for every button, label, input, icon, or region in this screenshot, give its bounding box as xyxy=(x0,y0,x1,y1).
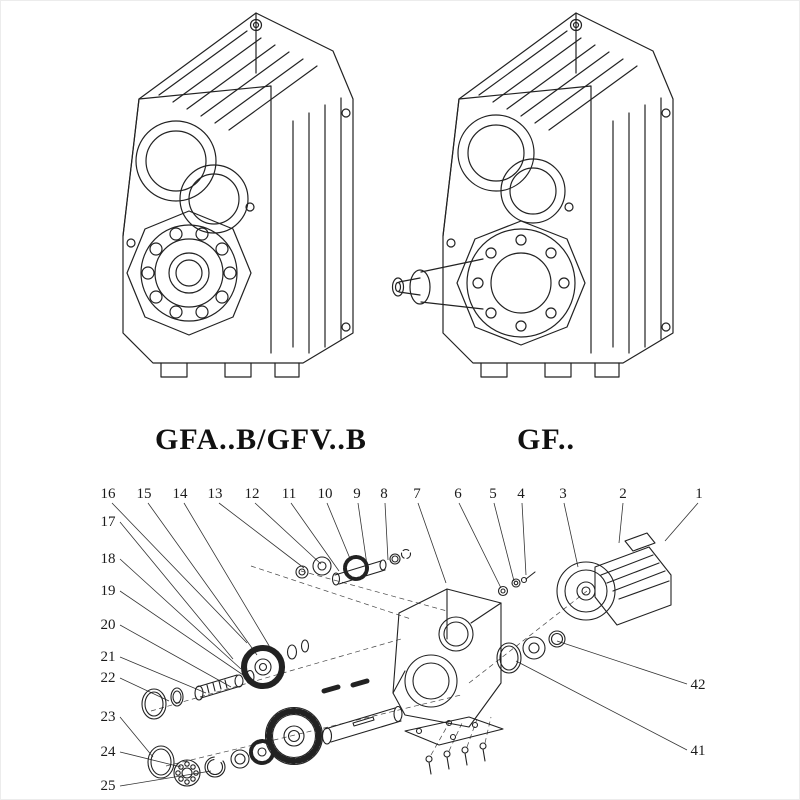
motor-unit xyxy=(556,532,672,626)
callout-6: 6 xyxy=(454,486,462,502)
callout-23: 23 xyxy=(101,709,116,725)
lower-bearing-chain xyxy=(147,739,275,787)
callout-42: 42 xyxy=(691,677,706,693)
callout-19: 19 xyxy=(101,583,116,599)
output-gear-and-shaft xyxy=(264,678,403,766)
gasket-and-bolts xyxy=(404,716,504,775)
upper-bore-large xyxy=(457,114,535,192)
callout-9: 9 xyxy=(353,486,361,502)
mounting-feet xyxy=(160,362,300,378)
side-ribs xyxy=(292,97,342,354)
upper-bore-small xyxy=(179,164,249,234)
callout-12: 12 xyxy=(245,486,260,502)
gearbox-drawing-gfab-gfvb xyxy=(122,12,354,378)
callout-14: 14 xyxy=(173,486,189,502)
side-ribs xyxy=(612,97,662,354)
upper-bore-small xyxy=(500,158,566,224)
callout-3: 3 xyxy=(559,486,567,502)
flange-bolt-holes xyxy=(472,234,570,332)
gear-housing xyxy=(392,588,502,728)
input-shaft-assembly xyxy=(295,548,412,586)
callout-41: 41 xyxy=(691,743,706,759)
output-shaft xyxy=(391,258,484,310)
exploded-parts-diagram: 16 15 14 13 12 11 10 9 8 7 6 5 4 3 2 1 1… xyxy=(101,486,706,794)
gearbox-outline xyxy=(122,12,354,364)
callout-22: 22 xyxy=(101,670,116,686)
lifting-eye-hole xyxy=(249,18,263,32)
upper-bore-large xyxy=(135,120,217,202)
lifting-eye-hole xyxy=(569,18,583,32)
small-fasteners xyxy=(497,571,536,597)
callout-20: 20 xyxy=(101,617,116,633)
mounting-feet xyxy=(480,362,620,378)
callout-18: 18 xyxy=(101,551,116,567)
leader-lines xyxy=(111,502,699,787)
callout-17: 17 xyxy=(101,514,117,530)
callout-11: 11 xyxy=(282,486,296,502)
callout-24: 24 xyxy=(101,744,117,760)
gearbox-drawings xyxy=(122,12,674,378)
housing-screws xyxy=(126,108,351,332)
callout-16: 16 xyxy=(101,486,117,502)
bearing-balls xyxy=(141,227,237,319)
intermediate-gear-assembly xyxy=(141,639,310,720)
top-cooling-fins xyxy=(158,30,318,131)
housing-screws xyxy=(446,108,671,332)
callout-8: 8 xyxy=(380,486,388,502)
callout-7: 7 xyxy=(413,486,421,502)
bearing-plate-octagon xyxy=(126,210,252,336)
model-label-gfab-gfvb: GFA..B/GFV..B xyxy=(155,423,367,456)
callout-2: 2 xyxy=(619,486,627,502)
output-flange xyxy=(466,228,576,338)
callout-1: 1 xyxy=(695,486,703,502)
flange-plate-octagon xyxy=(456,220,586,346)
callout-5: 5 xyxy=(489,486,497,502)
callout-10: 10 xyxy=(318,486,333,502)
callout-13: 13 xyxy=(208,486,223,502)
model-label-gf: GF.. xyxy=(517,423,575,456)
callout-25: 25 xyxy=(101,778,116,794)
callout-15: 15 xyxy=(137,486,152,502)
gearbox-drawing-gf xyxy=(391,12,674,378)
gearbox-outline xyxy=(442,12,674,364)
assembly-axes-dashed xyxy=(150,565,588,767)
callout-numbers: 16 15 14 13 12 11 10 9 8 7 6 5 4 3 2 1 1… xyxy=(101,486,706,794)
motor-side-rings xyxy=(496,630,566,674)
callout-21: 21 xyxy=(101,649,116,665)
callout-4: 4 xyxy=(517,486,525,502)
hollow-shaft-bearing xyxy=(140,224,238,322)
top-cooling-fins xyxy=(478,30,638,131)
